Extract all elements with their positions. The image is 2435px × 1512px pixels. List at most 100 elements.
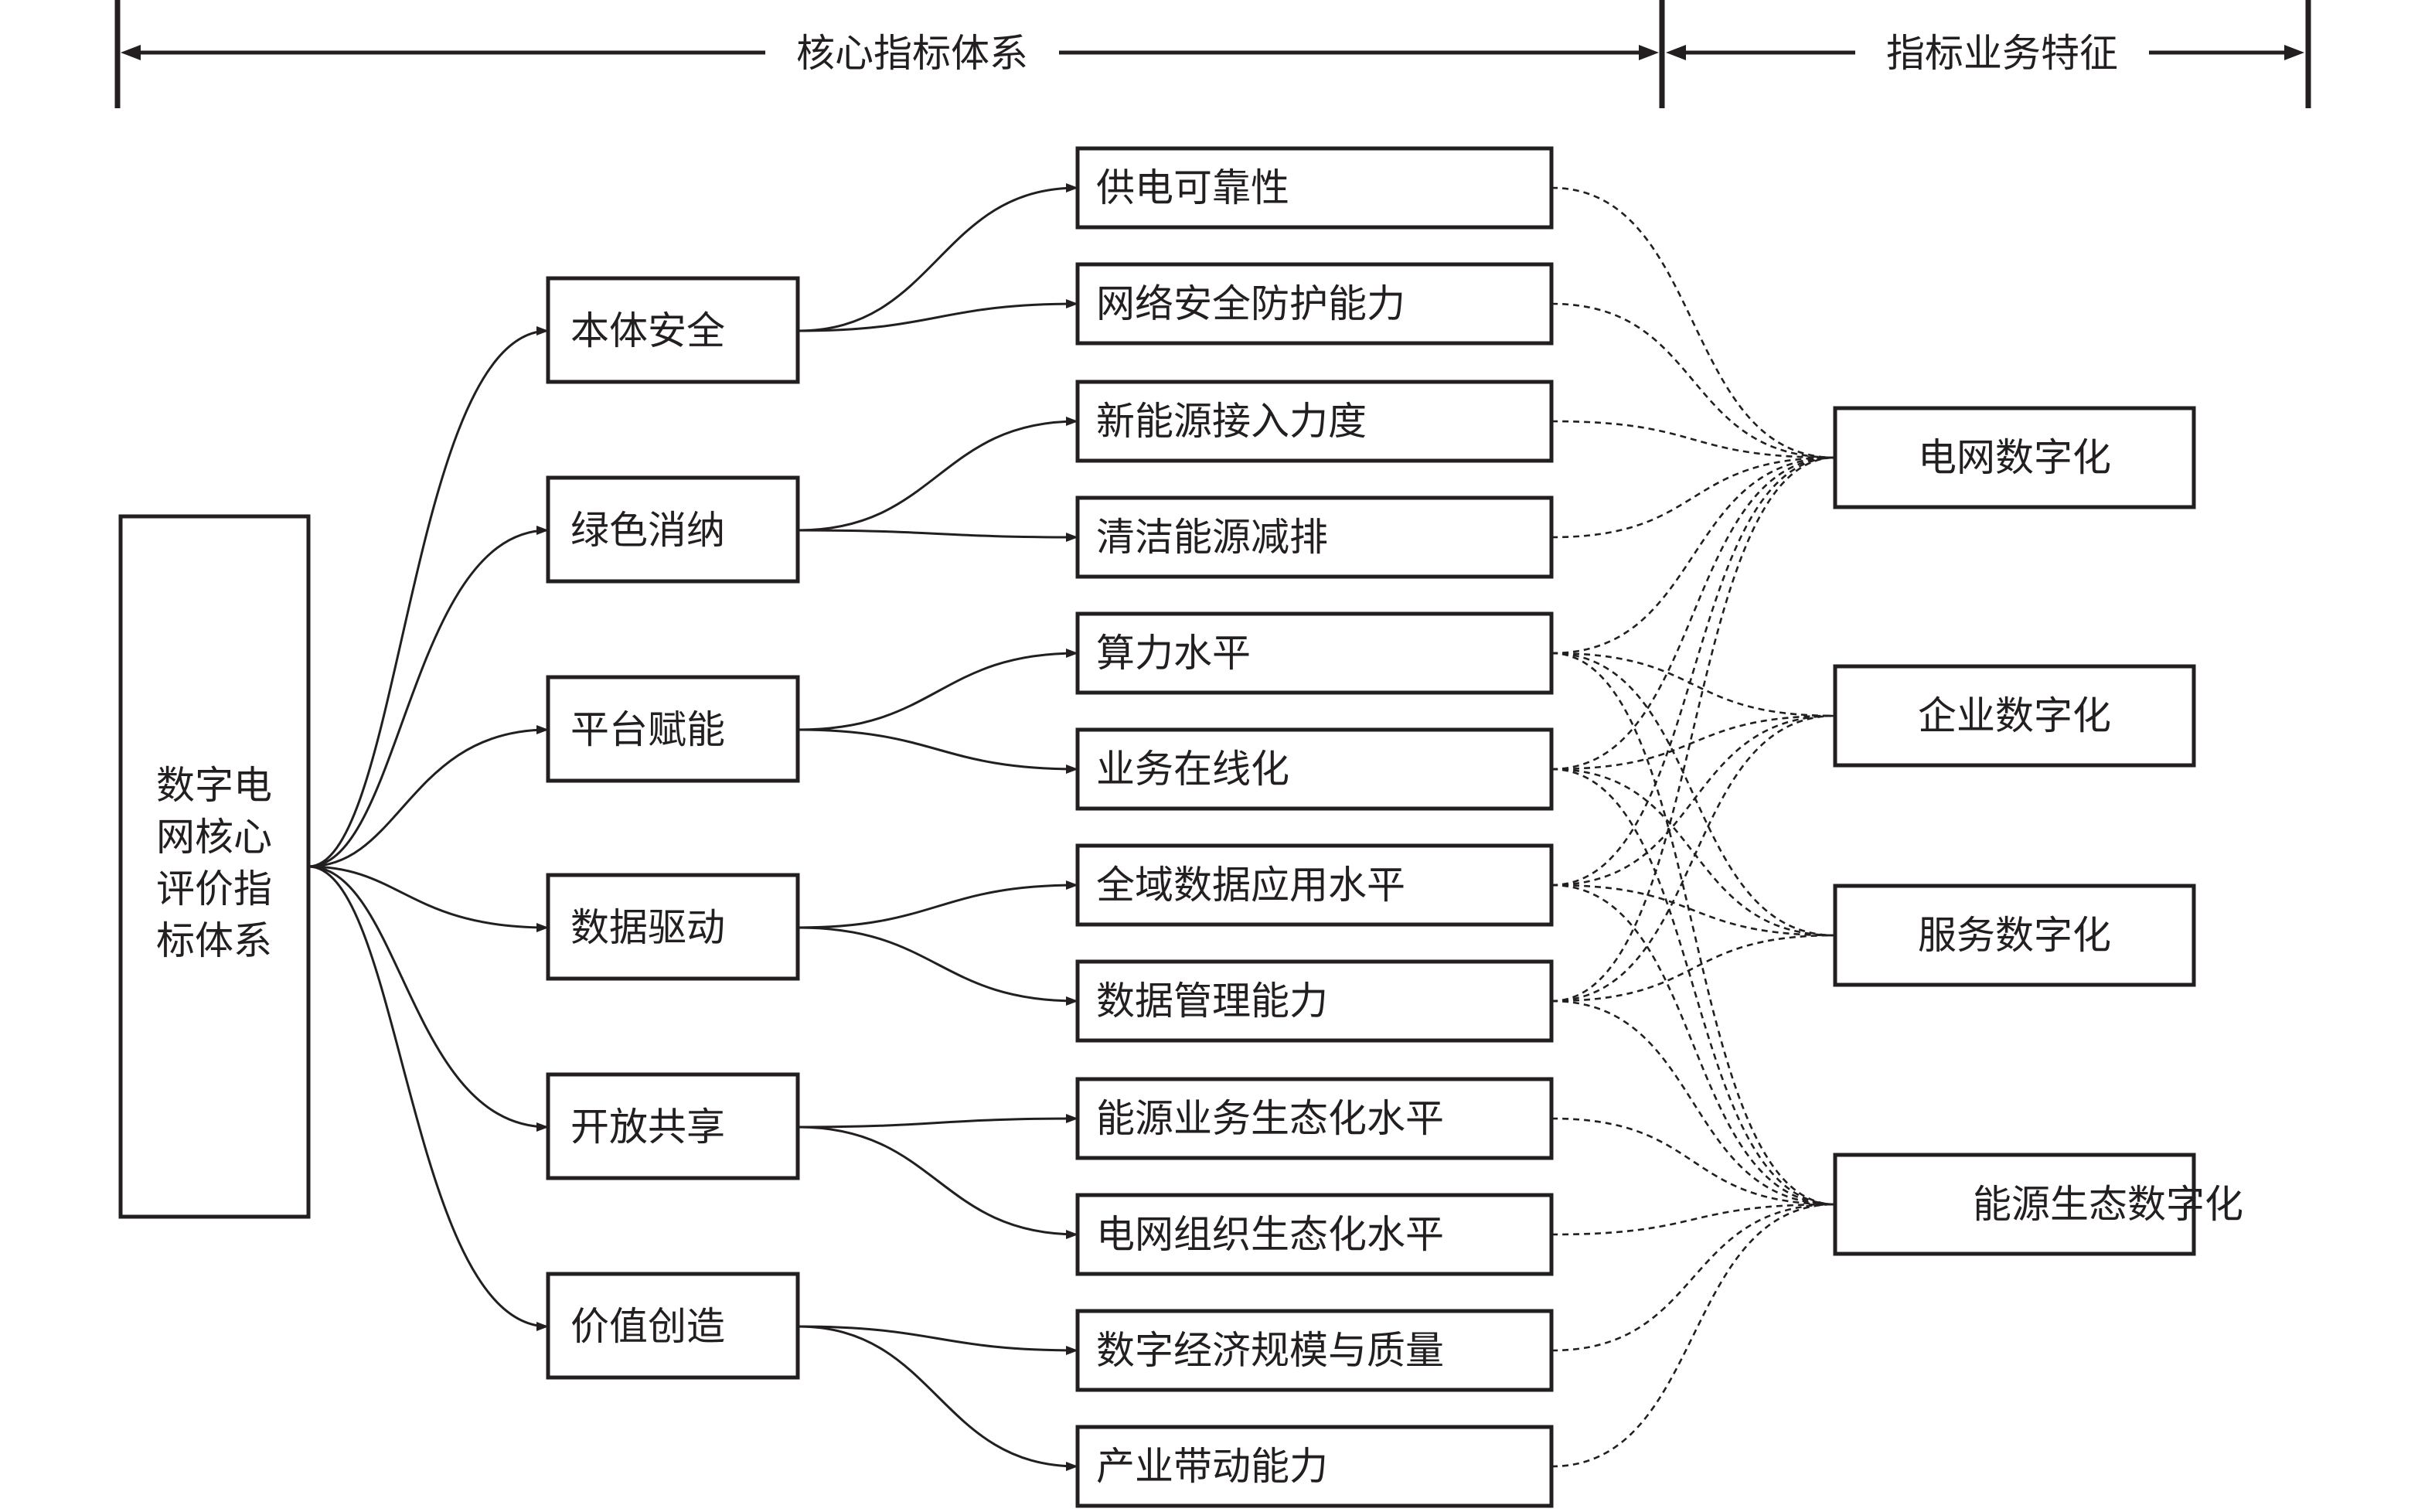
- indicator-to-feature-connector: [1551, 652, 1836, 717]
- indicator-node: 清洁能源减排: [1075, 495, 1554, 579]
- indicator-node: 数字经济规模与质量: [1075, 1309, 1554, 1392]
- indicator-to-feature-connector: [1551, 456, 1836, 887]
- indicator-node: 网络安全防护能力: [1075, 262, 1554, 346]
- root-label-line-4: 标体系: [156, 918, 272, 963]
- feature-node: 服务数字化: [1833, 884, 2196, 987]
- category-to-indicator-connector: [797, 1325, 1078, 1355]
- category-label: 本体安全: [570, 308, 725, 353]
- category-to-indicator-connector: [797, 926, 1078, 1006]
- root-label-line-2: 网核心: [156, 815, 272, 860]
- indicator-node: 全域数据应用水平: [1075, 843, 1554, 927]
- indicator-label: 电网组织生态化水平: [1096, 1212, 1444, 1257]
- category-to-indicator-connector: [797, 417, 1078, 532]
- core-range-arrow-left: [121, 45, 141, 60]
- feature-label: 电网数字化: [1918, 435, 2111, 480]
- indicator-to-feature-connector: [1551, 884, 1836, 937]
- category-to-indicator-connector: [797, 529, 1078, 542]
- feature-node: 企业数字化: [1833, 664, 2196, 768]
- category-label: 价值创造: [570, 1304, 725, 1349]
- indicator-label: 产业带动能力: [1096, 1444, 1328, 1489]
- indicator-label: 能源业务生态化水平: [1096, 1096, 1444, 1141]
- category-label: 数据驱动: [570, 905, 725, 950]
- indicator-label: 清洁能源减排: [1096, 515, 1328, 560]
- indicator-label: 数据管理能力: [1096, 979, 1328, 1023]
- category-to-indicator-connector: [797, 880, 1078, 929]
- category-node: 数据驱动: [546, 873, 800, 981]
- indicator-label: 供电可靠性: [1096, 165, 1289, 210]
- feature-label: 能源生态数字化: [1973, 1182, 2243, 1227]
- feature-label: 服务数字化: [1918, 913, 2111, 958]
- root-to-category-connector: [308, 326, 549, 868]
- indicator-label: 网络安全防护能力: [1096, 281, 1405, 326]
- indicator-label: 全域数据应用水平: [1096, 863, 1405, 908]
- feature-column: 电网数字化 企业数字化 服务数字化 能源生态数字化: [1833, 406, 2243, 1256]
- category-label: 平台赋能: [570, 707, 725, 752]
- indicator-to-feature-connector: [1551, 456, 1836, 655]
- feature-node: 电网数字化: [1833, 406, 2196, 509]
- root-node: 数字电 网核心 评价指 标体系: [118, 514, 311, 1219]
- category-to-indicator-connector: [797, 728, 1078, 774]
- category-node: 本体安全: [546, 276, 800, 384]
- indicator-to-feature-connector: [1551, 884, 1836, 1206]
- indicator-to-feature-connector: [1551, 1203, 1836, 1236]
- category-node: 绿色消纳: [546, 475, 800, 584]
- indicator-to-feature-connector: [1551, 714, 1836, 771]
- indicator-to-feature-connector: [1551, 456, 1836, 1003]
- indicator-node: 供电可靠性: [1075, 146, 1554, 230]
- indicator-to-feature-connector: [1551, 186, 1836, 459]
- indicator-label: 数字经济规模与质量: [1096, 1328, 1444, 1373]
- root-to-category-connector: [308, 865, 549, 1132]
- indicator-node: 电网组织生态化水平: [1075, 1193, 1554, 1276]
- category-to-indicator-connector: [797, 1325, 1078, 1471]
- category-label: 绿色消纳: [570, 508, 725, 553]
- root-to-category-connector: [308, 725, 549, 868]
- category-to-indicator-connector: [797, 183, 1078, 332]
- feature-links: [1551, 186, 1836, 1468]
- indicator-label: 新能源接入力度: [1096, 399, 1367, 444]
- indicator-to-feature-connector: [1551, 456, 1836, 539]
- core-range-arrow-right: [1639, 45, 1659, 60]
- indicator-to-feature-connector: [1551, 714, 1836, 887]
- indicator-to-feature-connector: [1551, 999, 1836, 1206]
- indicator-to-feature-connector: [1551, 1117, 1836, 1206]
- core-system-title: 核心指标体系: [796, 31, 1028, 76]
- indicator-node: 算力水平: [1075, 611, 1554, 695]
- indicator-to-feature-connector: [1551, 302, 1836, 459]
- root-box: [118, 514, 311, 1219]
- feature-label: 企业数字化: [1918, 693, 2111, 738]
- indicator-label: 算力水平: [1096, 631, 1251, 676]
- header-bracket: 核心指标体系 指标业务特征: [114, 0, 2311, 108]
- indicator-label: 业务在线化: [1096, 747, 1289, 792]
- root-to-category-connector: [308, 526, 549, 868]
- indicator-to-feature-connector: [1551, 768, 1836, 937]
- indicator-node: 数据管理能力: [1075, 959, 1554, 1043]
- category-node: 平台赋能: [546, 675, 800, 783]
- root-label-line-1: 数字电: [156, 763, 272, 808]
- indicator-column: 供电可靠性 网络安全防护能力 新能源接入力度 清洁能源减排 算力水平 业务在线化…: [1075, 146, 1554, 1508]
- category-to-indicator-connector: [797, 649, 1078, 731]
- indicator-to-feature-connector: [1551, 768, 1836, 1206]
- indicator-to-feature-connector: [1551, 1203, 1836, 1352]
- indicator-to-feature-connector: [1551, 652, 1836, 1206]
- indicator-to-feature-connector: [1551, 456, 1836, 771]
- feature-range-arrow-left: [1666, 45, 1686, 60]
- root-label-line-3: 评价指: [156, 867, 272, 911]
- indicator-node: 新能源接入力度: [1075, 380, 1554, 463]
- indicator-node: 业务在线化: [1075, 727, 1554, 811]
- indicator-to-feature-connector: [1551, 934, 1836, 1003]
- hierarchy-links: [308, 183, 1078, 1471]
- indicator-to-feature-connector: [1551, 420, 1836, 459]
- indicator-node: 能源业务生态化水平: [1075, 1077, 1554, 1160]
- category-to-indicator-connector: [797, 299, 1078, 332]
- feature-node: 能源生态数字化: [1833, 1153, 2243, 1256]
- feature-range-arrow-right: [2284, 45, 2304, 60]
- category-column: 本体安全 绿色消纳 平台赋能 数据驱动 开放共享 价值创造: [546, 276, 800, 1380]
- indicator-to-feature-connector: [1551, 714, 1836, 1003]
- indicator-to-feature-connector: [1551, 652, 1836, 937]
- business-feature-title: 指标业务特征: [1886, 31, 2118, 76]
- indicator-node: 产业带动能力: [1075, 1425, 1554, 1508]
- root-to-category-connector: [308, 865, 549, 1331]
- category-node: 价值创造: [546, 1272, 800, 1380]
- category-label: 开放共享: [570, 1105, 725, 1149]
